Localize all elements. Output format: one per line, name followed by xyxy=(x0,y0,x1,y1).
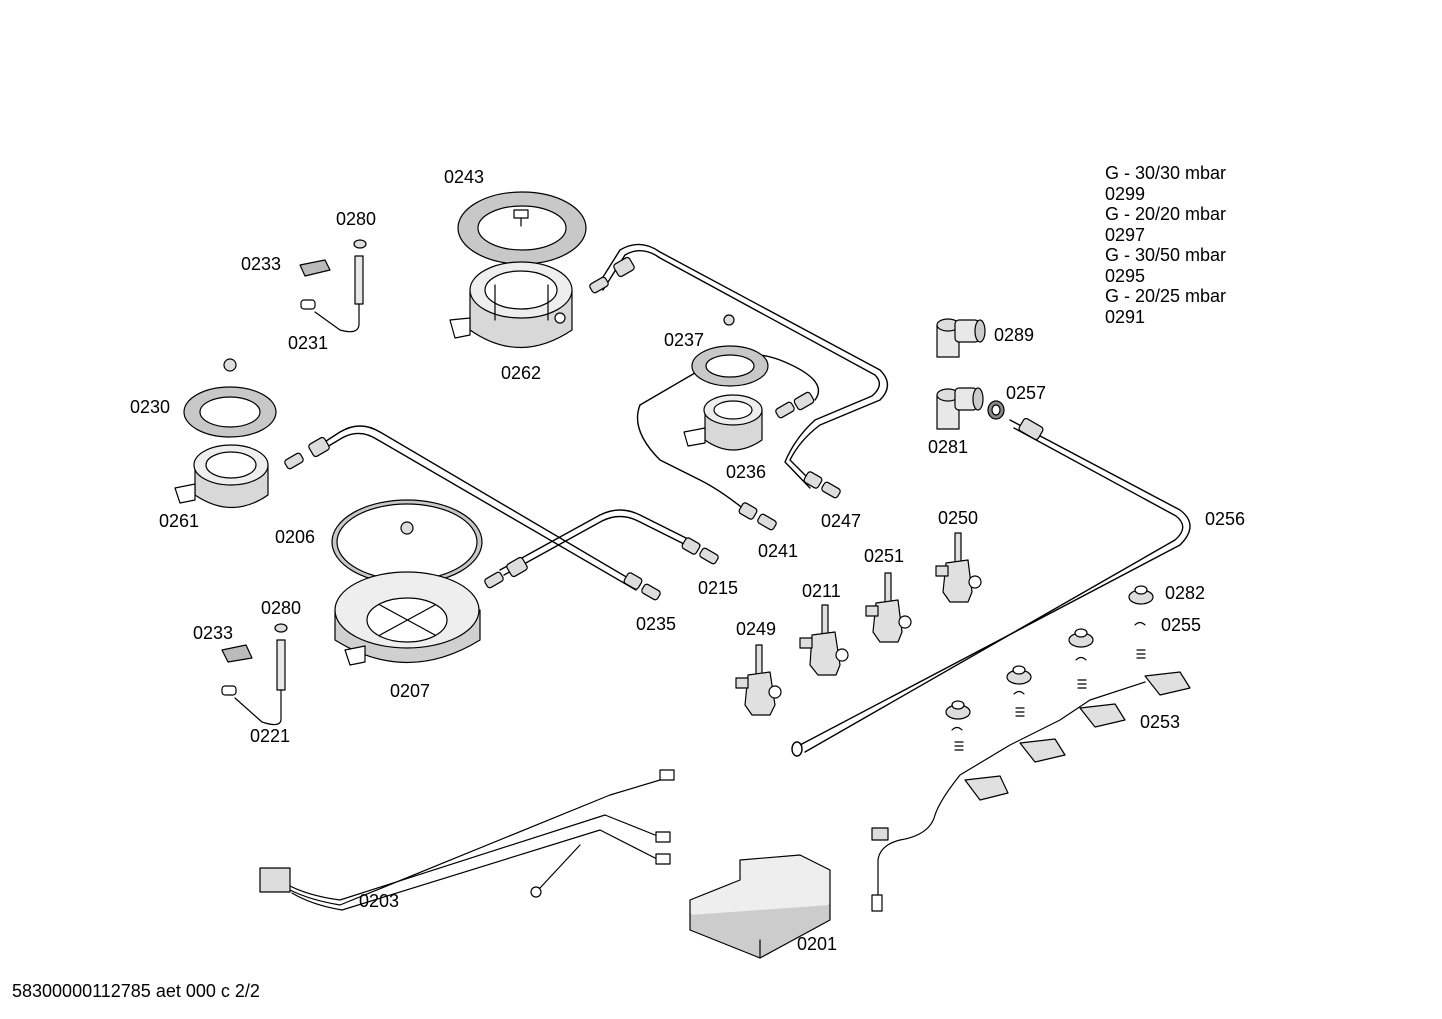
electrode-assembly-upper xyxy=(300,240,366,332)
knob-caps-0282 xyxy=(946,586,1153,719)
gasket-0230 xyxy=(184,359,276,437)
gas-pipes xyxy=(320,244,1190,756)
label-0281: 0281 xyxy=(928,437,969,457)
legend-line: G - 20/25 mbar xyxy=(1105,286,1227,306)
gas-pressure-legend: G - 30/30 mbar 0299 G - 20/20 mbar 0297 … xyxy=(1105,163,1226,327)
gasket-0243 xyxy=(458,192,586,264)
switch-harness xyxy=(872,682,1145,911)
label-0256: 0256 xyxy=(1205,509,1246,529)
ignition-switches-0253 xyxy=(965,672,1190,800)
burner-base-0236 xyxy=(684,395,762,450)
label-0280-upper: 0280 xyxy=(336,209,377,229)
legend-line: G - 30/50 mbar xyxy=(1105,245,1227,265)
label-0262: 0262 xyxy=(501,363,542,383)
legend-line: 0295 xyxy=(1105,265,1146,286)
label-0203: 0203 xyxy=(359,891,400,911)
ignition-module-0201 xyxy=(690,855,830,958)
seal-0257 xyxy=(988,401,1004,419)
label-0221: 0221 xyxy=(250,726,291,746)
label-0233-lower: 0233 xyxy=(193,623,234,643)
gasket-0206 xyxy=(332,500,482,584)
label-0247: 0247 xyxy=(821,511,862,531)
label-0201: 0201 xyxy=(797,934,838,954)
label-0235: 0235 xyxy=(636,614,677,634)
label-0280-lower: 0280 xyxy=(261,598,302,618)
valve-0250 xyxy=(936,533,981,602)
legend-line: 0291 xyxy=(1105,306,1146,327)
label-0250: 0250 xyxy=(938,508,979,528)
valve-0211 xyxy=(800,605,848,675)
valve-0249 xyxy=(736,645,781,715)
label-0257: 0257 xyxy=(1006,383,1047,403)
springs-0255 xyxy=(952,623,1145,751)
label-0243: 0243 xyxy=(444,167,485,187)
legend-line: 0297 xyxy=(1105,224,1146,245)
burner-base-0207 xyxy=(335,572,480,665)
elbow-0289 xyxy=(937,319,985,357)
label-0261: 0261 xyxy=(159,511,200,531)
electrode-assembly-lower xyxy=(222,624,287,725)
burner-base-0261 xyxy=(175,445,268,508)
label-0206: 0206 xyxy=(275,527,316,547)
valve-0251 xyxy=(866,573,911,642)
label-0237: 0237 xyxy=(664,330,705,350)
label-0251: 0251 xyxy=(864,546,905,566)
label-0230: 0230 xyxy=(130,397,171,417)
label-0231: 0231 xyxy=(288,333,329,353)
label-0253: 0253 xyxy=(1140,712,1181,732)
label-0233-upper: 0233 xyxy=(241,254,282,274)
label-0282: 0282 xyxy=(1165,583,1206,603)
label-0207: 0207 xyxy=(390,681,431,701)
label-0255: 0255 xyxy=(1161,615,1202,635)
label-0236: 0236 xyxy=(726,462,767,482)
label-0211: 0211 xyxy=(802,581,841,601)
label-0249: 0249 xyxy=(736,619,777,639)
burner-base-0262 xyxy=(450,262,572,348)
gas-valves xyxy=(736,533,981,715)
label-0215: 0215 xyxy=(698,578,739,598)
legend-line: G - 20/20 mbar xyxy=(1105,204,1227,224)
document-footer-code: 58300000112785 aet 000 c 2/2 xyxy=(12,981,260,1001)
elbow-0281 xyxy=(937,388,983,429)
legend-line: G - 30/30 mbar xyxy=(1105,163,1227,183)
gasket-0237 xyxy=(692,315,768,386)
label-0289: 0289 xyxy=(994,325,1035,345)
pipe-fittings xyxy=(284,256,1044,600)
legend-line: 0299 xyxy=(1105,183,1146,204)
wiring-harness-0203 xyxy=(260,770,674,910)
label-0241: 0241 xyxy=(758,541,799,561)
